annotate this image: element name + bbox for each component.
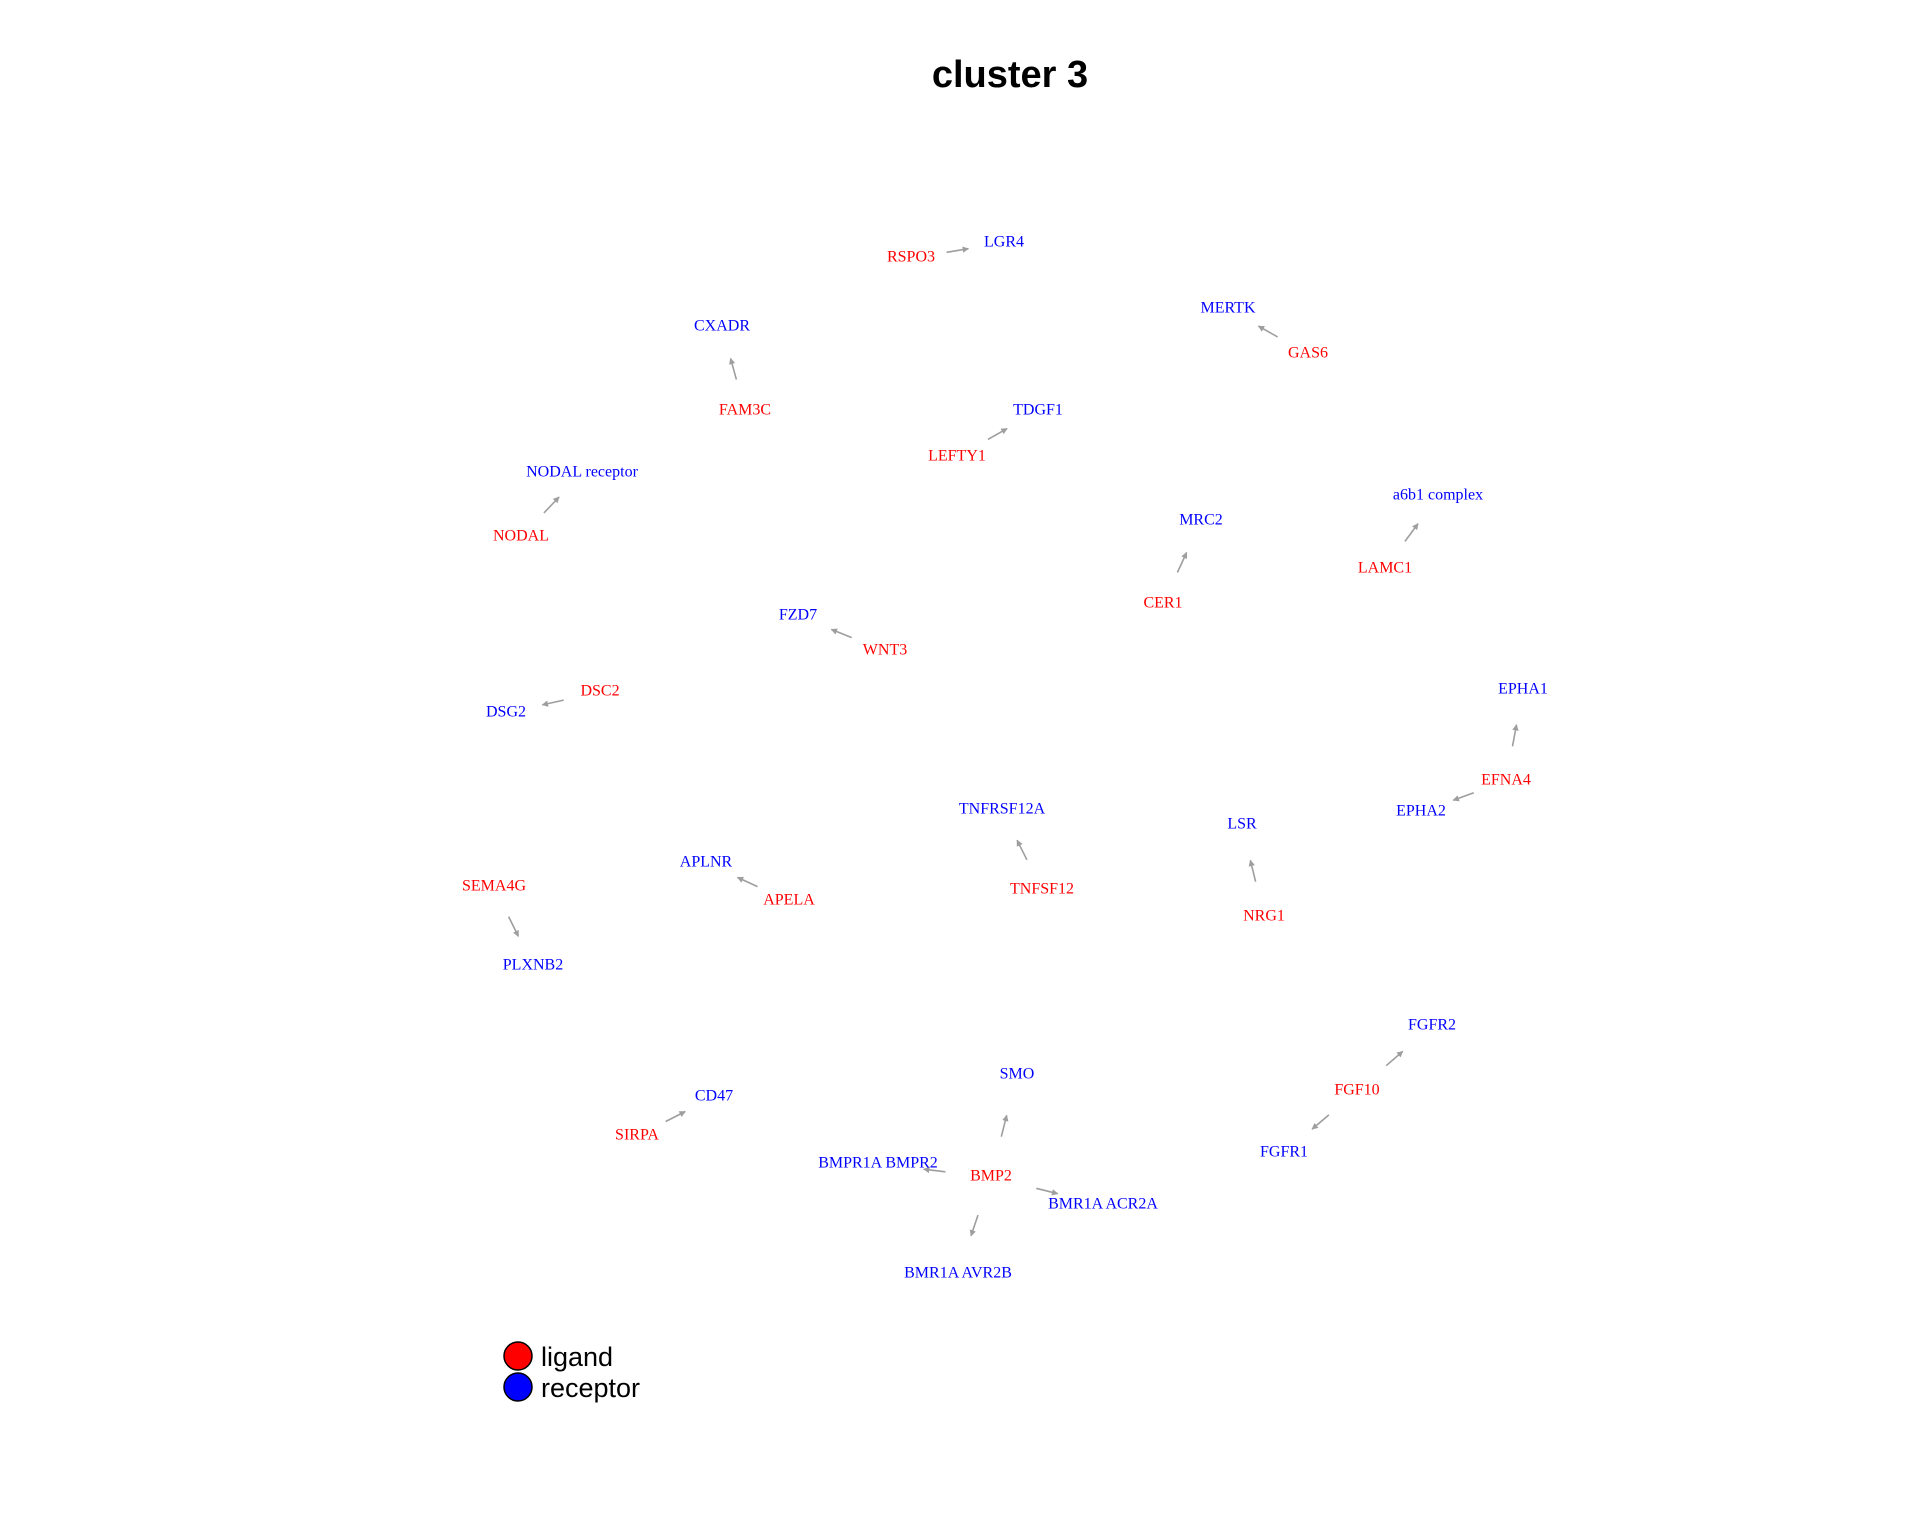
edge-efna4-to-epha2 bbox=[1452, 791, 1475, 802]
node-nodal-receptor: NODAL receptor bbox=[526, 464, 638, 481]
node-lamc1: LAMC1 bbox=[1358, 560, 1412, 577]
edge-layer bbox=[507, 246, 1519, 1237]
node-cxadr: CXADR bbox=[694, 318, 750, 335]
edge-sema4g-to-plxnb2 bbox=[507, 916, 520, 937]
node-fgfr2: FGFR2 bbox=[1408, 1017, 1456, 1034]
edge-cer1-to-mrc2 bbox=[1176, 551, 1188, 573]
node-sirpa: SIRPA bbox=[615, 1127, 659, 1144]
node-fzd7: FZD7 bbox=[779, 607, 817, 624]
node-bmp2: BMP2 bbox=[970, 1168, 1012, 1185]
node-epha1: EPHA1 bbox=[1498, 681, 1548, 698]
node-epha2: EPHA2 bbox=[1396, 803, 1446, 820]
node-bmpr1a-bmpr2: BMPR1A BMPR2 bbox=[818, 1155, 938, 1172]
edge-nodal-to-nodal-receptor bbox=[543, 496, 560, 514]
node-fam3c: FAM3C bbox=[719, 402, 771, 419]
node-cer1: CER1 bbox=[1143, 595, 1182, 612]
node-nodal: NODAL bbox=[493, 528, 549, 545]
node-dsc2: DSC2 bbox=[580, 683, 619, 700]
edge-bmp2-to-bmr1a-acr2a bbox=[1036, 1187, 1059, 1196]
node-plxnb2: PLXNB2 bbox=[503, 957, 563, 974]
edge-bmp2-to-bmpr1a-bmpr2 bbox=[922, 1166, 946, 1174]
node-efna4: EFNA4 bbox=[1481, 772, 1531, 789]
node-fgf10: FGF10 bbox=[1334, 1082, 1379, 1099]
edge-tnfsf12-to-tnfrsf12a bbox=[1016, 839, 1028, 861]
edge-efna4-to-epha1 bbox=[1511, 724, 1519, 747]
edge-apela-to-aplnr bbox=[736, 876, 758, 888]
edge-lefty1-to-tdgf1 bbox=[987, 427, 1008, 441]
node-tnfrsf12a: TNFRSF12A bbox=[959, 801, 1046, 818]
node-mrc2: MRC2 bbox=[1179, 512, 1223, 529]
node-gas6: GAS6 bbox=[1288, 345, 1328, 362]
edge-gas6-to-mertk bbox=[1257, 325, 1278, 338]
edge-bmp2-to-smo bbox=[1000, 1114, 1009, 1137]
edge-bmp2-to-bmr1a-avr2b bbox=[969, 1214, 979, 1237]
node-a6b1: a6b1 complex bbox=[1393, 487, 1483, 504]
node-rspo3: RSPO3 bbox=[887, 249, 935, 266]
legend-label-receptor: receptor bbox=[541, 1373, 640, 1403]
legend-swatch-receptor bbox=[503, 1372, 533, 1402]
edge-sirpa-to-cd47 bbox=[665, 1110, 686, 1123]
node-sema4g: SEMA4G bbox=[462, 878, 526, 895]
node-apela: APELA bbox=[763, 892, 815, 909]
edge-rspo3-to-lgr4 bbox=[946, 246, 970, 254]
edge-nrg1-to-lsr bbox=[1248, 859, 1257, 882]
node-lgr4: LGR4 bbox=[984, 234, 1024, 251]
node-lefty1: LEFTY1 bbox=[928, 448, 986, 465]
legend-label-ligand: ligand bbox=[541, 1342, 613, 1372]
node-smo: SMO bbox=[1000, 1066, 1035, 1083]
chart-title: cluster 3 bbox=[931, 54, 1089, 96]
node-dsg2: DSG2 bbox=[486, 704, 526, 721]
node-tnfsf12: TNFSF12 bbox=[1010, 881, 1074, 898]
node-nrg1: NRG1 bbox=[1243, 908, 1285, 925]
legend-swatch-ligand bbox=[503, 1341, 533, 1371]
node-cd47: CD47 bbox=[695, 1088, 733, 1105]
node-fgfr1: FGFR1 bbox=[1260, 1144, 1308, 1161]
node-wnt3: WNT3 bbox=[863, 642, 907, 659]
node-tdgf1: TDGF1 bbox=[1013, 402, 1063, 419]
edge-fam3c-to-cxadr bbox=[729, 357, 738, 380]
node-mertk: MERTK bbox=[1200, 300, 1255, 317]
node-lsr: LSR bbox=[1227, 816, 1257, 833]
edge-dsc2-to-dsg2 bbox=[541, 699, 564, 707]
edge-fgf10-to-fgfr1 bbox=[1311, 1114, 1330, 1130]
edge-wnt3-to-fzd7 bbox=[830, 628, 852, 639]
node-bmr1a-acr2a: BMR1A ACR2A bbox=[1048, 1196, 1158, 1213]
node-bmr1a-avr2b: BMR1A AVR2B bbox=[904, 1265, 1012, 1282]
edge-lamc1-to-a6b1 bbox=[1404, 523, 1419, 542]
edge-fgf10-to-fgfr2 bbox=[1385, 1050, 1404, 1067]
node-aplnr: APLNR bbox=[680, 854, 733, 871]
